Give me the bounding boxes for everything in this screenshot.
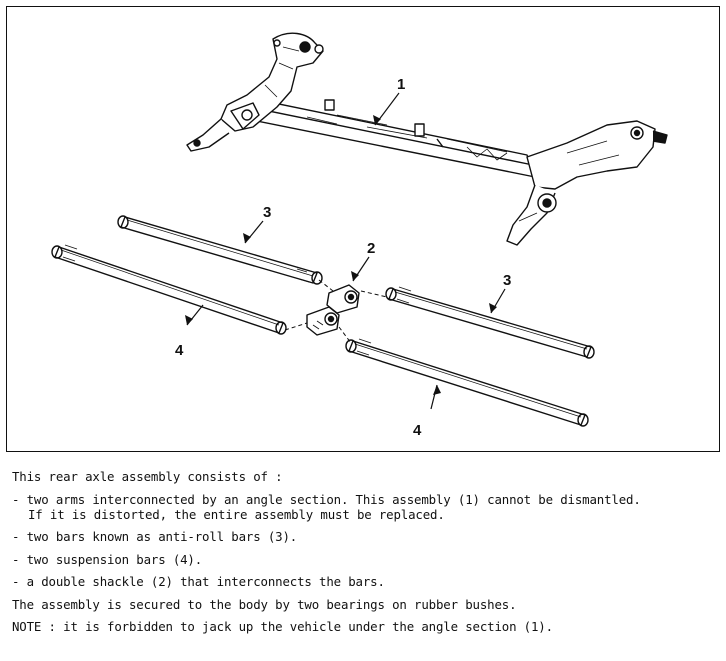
double-shackle xyxy=(306,284,360,336)
bullet-arms-line1: - two arms interconnected by an angle se… xyxy=(12,491,641,507)
alignment-lines xyxy=(284,279,388,344)
note-line: NOTE : it is forbidden to jack up the ve… xyxy=(12,619,553,634)
callout-3-right: 3 xyxy=(503,272,511,289)
bullet-anti-roll-bars: - two bars known as anti-roll bars (3). xyxy=(12,529,298,544)
callout-4-left: 4 xyxy=(175,342,184,359)
description-text: This rear axle assembly consists of : - … xyxy=(12,469,724,642)
callout-1: 1 xyxy=(397,76,405,93)
callout-3-left: 3 xyxy=(263,204,271,221)
rear-axle-exploded-drawing: 1 2 3 3 4 4 xyxy=(51,32,668,439)
suspension-bar-right xyxy=(345,338,589,427)
bullet-arms: - two arms interconnected by an angle se… xyxy=(12,492,724,522)
callout-4-right: 4 xyxy=(413,422,422,439)
bullet-double-shackle: - a double shackle (2) that interconnect… xyxy=(12,574,385,589)
axle-assembly xyxy=(186,32,668,246)
anti-roll-bar-right xyxy=(385,286,595,359)
statement-line: The assembly is secured to the body by t… xyxy=(12,596,517,612)
anti-roll-bar-left xyxy=(117,215,323,285)
bullet-suspension-bars: - two suspension bars (4). xyxy=(12,551,203,567)
intro-line: This rear axle assembly consists of : xyxy=(12,469,283,484)
figure-frame: 1 2 3 3 4 4 xyxy=(6,6,720,452)
bullet-arms-line2: If it is distorted, the entire assembly … xyxy=(28,506,445,522)
suspension-bar-left xyxy=(51,244,287,335)
callout-2: 2 xyxy=(367,240,375,257)
